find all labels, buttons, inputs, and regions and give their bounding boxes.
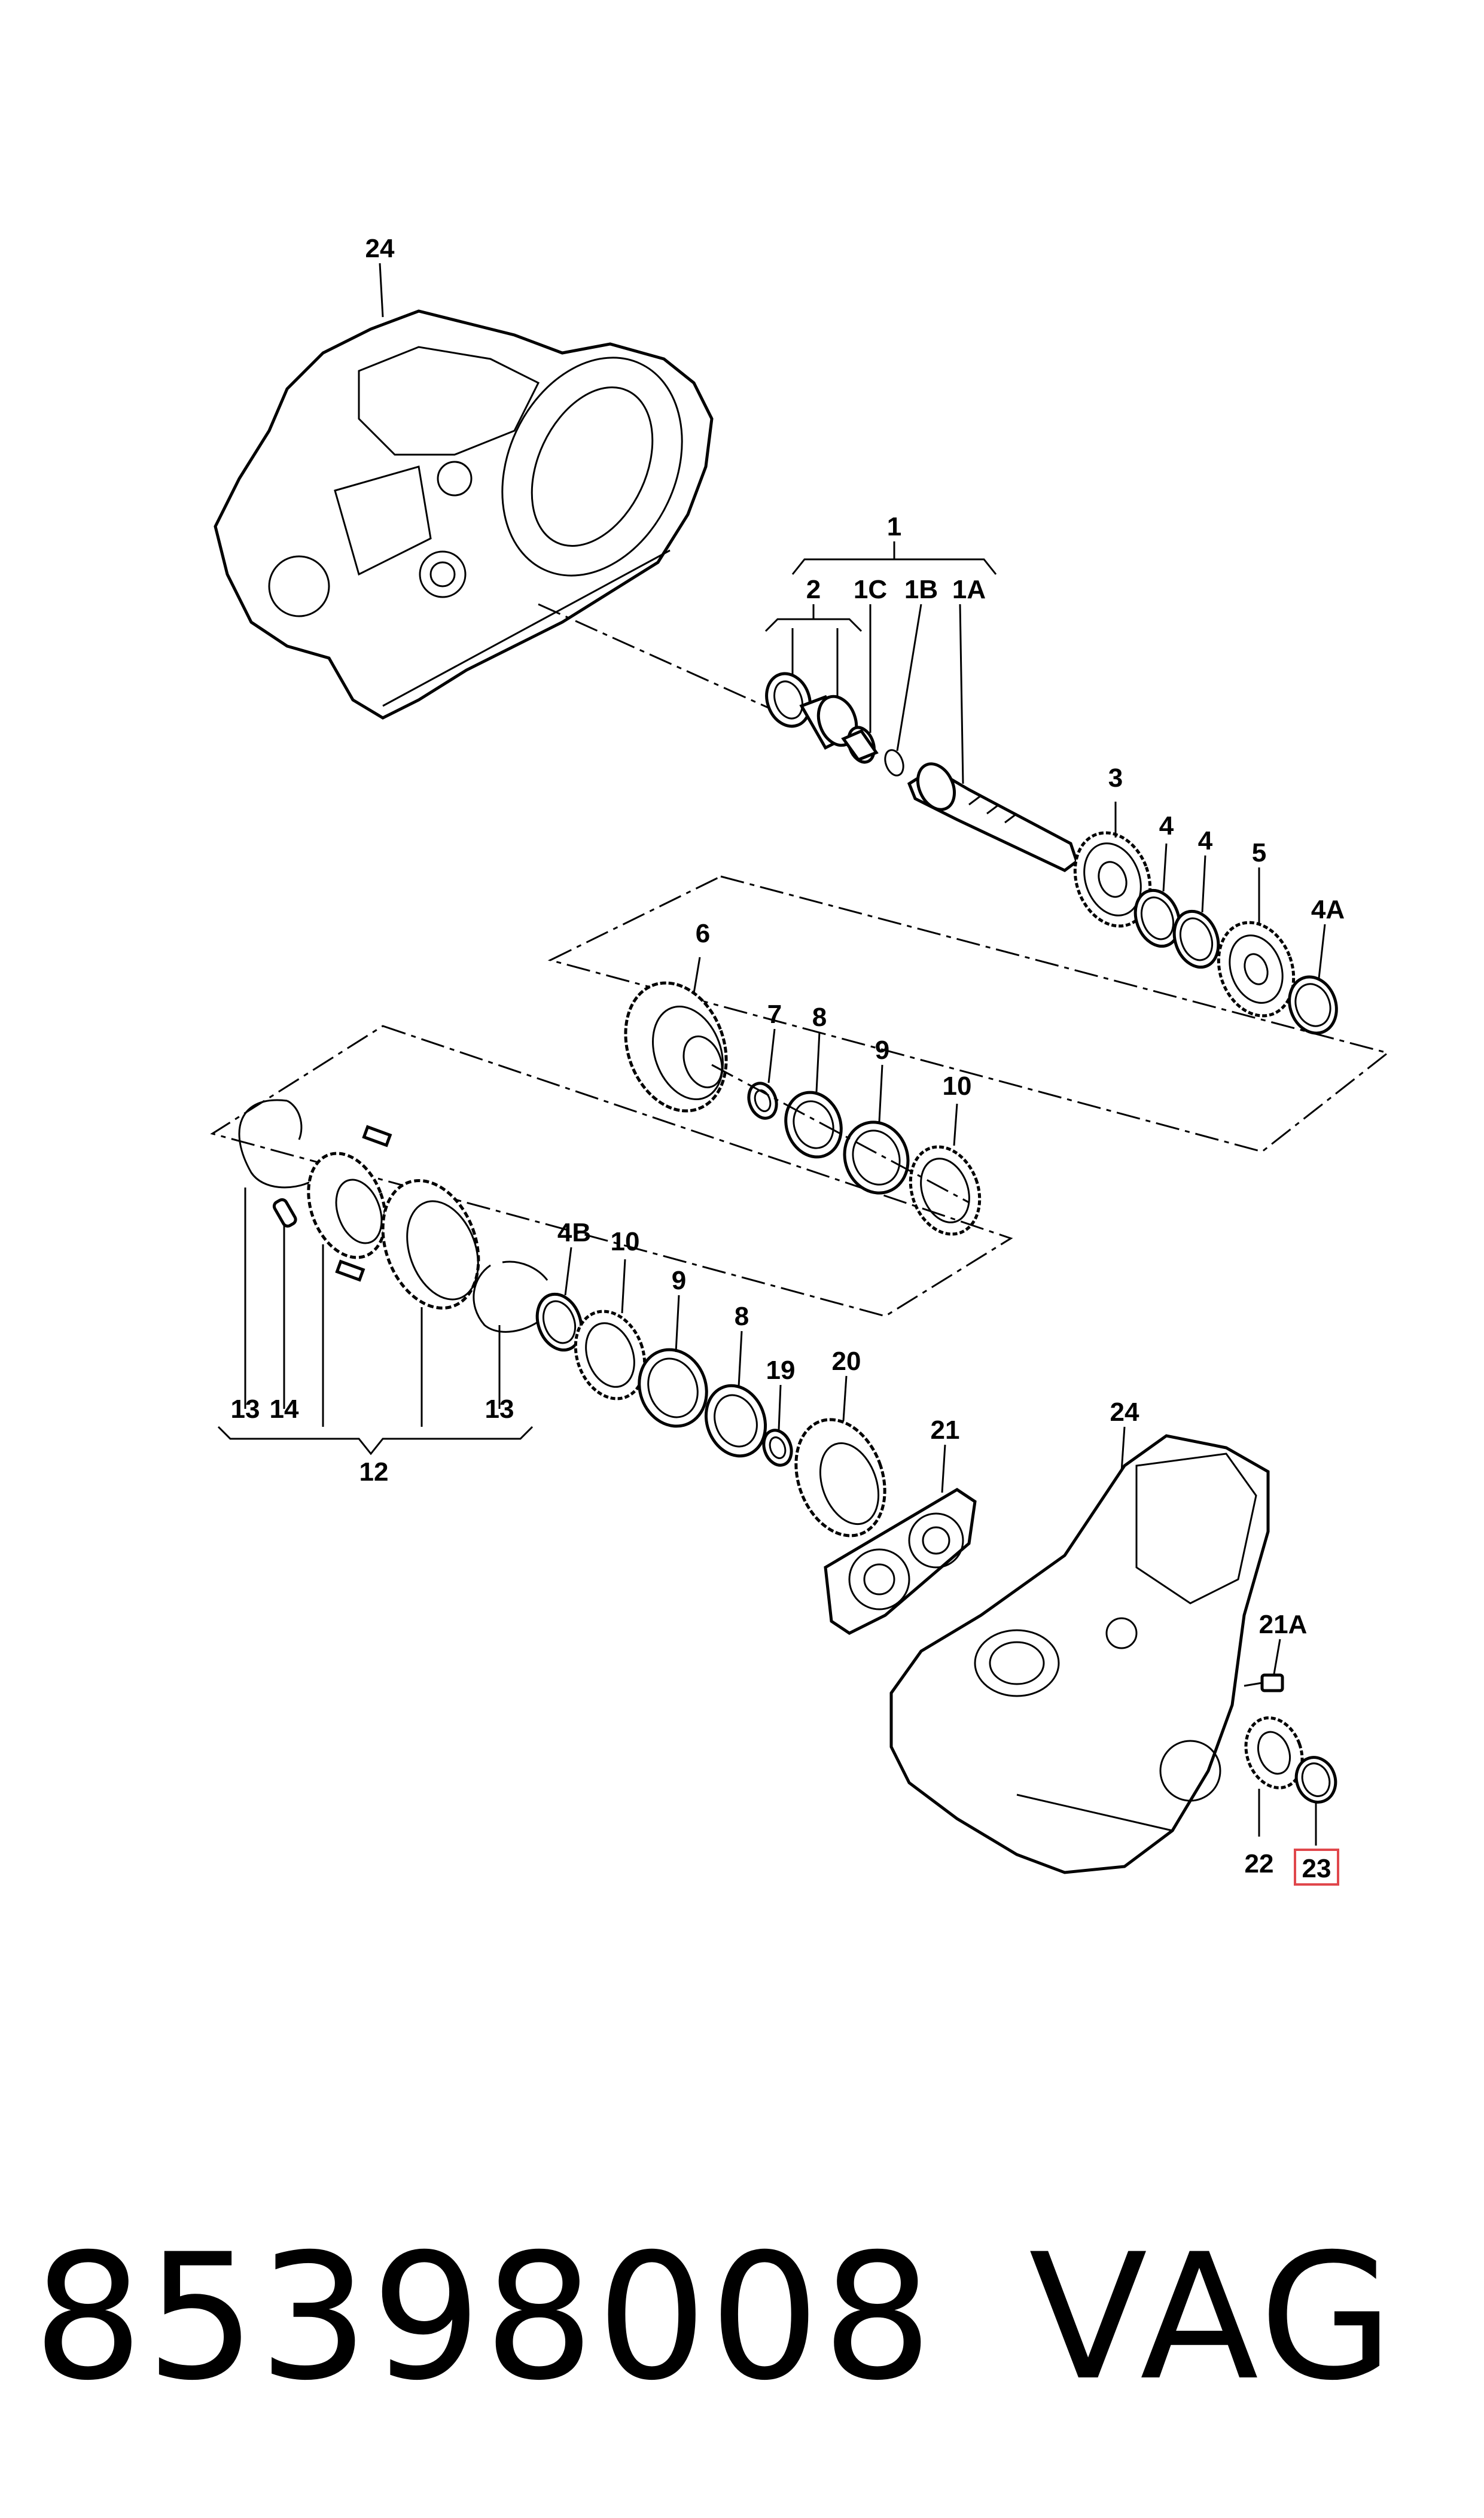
brand-text: VAG [1029,2217,1397,2419]
leader-24b [1120,1426,1126,1472]
detent-pin-14 [272,1198,297,1228]
ring-9-upper [843,1121,910,1195]
label-4-first: 4 [1159,811,1174,841]
label-5: 5 [1252,838,1266,867]
label-1b: 1B [904,575,938,604]
leader-9a [878,1064,883,1122]
circlip-13-left [238,1099,312,1189]
label-12: 12 [359,1457,389,1487]
leader-8b [738,1330,743,1387]
leader-1b [896,604,922,751]
leader-4b [1201,855,1206,913]
circlip-1b [884,749,904,777]
label-8-upper: 8 [812,1003,827,1032]
gear-22 [1244,1716,1304,1789]
label-14: 14 [270,1395,299,1424]
label-4-second: 4 [1198,826,1213,855]
gearbox-housing-upper [214,309,714,720]
axis-line-middle [711,1064,970,1204]
circlip-13-right [473,1260,551,1333]
label-1: 1 [887,512,901,541]
leader-9b [675,1295,680,1353]
leader-4a [1162,843,1168,892]
label-19: 19 [766,1356,796,1385]
gearbox-housing-lower [889,1434,1270,1874]
gear-6 [624,981,728,1113]
ring-4a [1288,975,1338,1035]
bushing-1c [841,726,879,764]
leader-8a [815,1031,821,1092]
gear-20 [794,1418,886,1537]
label-3: 3 [1108,763,1123,793]
needle-bearing-19 [762,1429,793,1467]
leader-7 [767,1028,776,1083]
leader-20 [842,1375,848,1421]
label-10-upper: 10 [943,1071,972,1101]
label-20: 20 [832,1347,861,1376]
label-23: 23 [1302,1854,1331,1883]
ring-23 [1294,1756,1337,1804]
synchro-hub [307,1125,392,1282]
leader-21 [941,1444,946,1493]
ring-4-second [1172,909,1220,969]
seal-ring [765,672,812,728]
label-24-upper: 24 [365,234,395,263]
leader-4B [564,1247,572,1296]
label-7: 7 [767,1000,782,1029]
label-6: 6 [696,919,710,948]
ring-4-first [1133,888,1181,948]
label-1a: 1A [952,575,986,604]
part-number-text: 85398008 [33,2217,936,2419]
gear-3 [1073,831,1152,928]
synchro-ring-8 [784,1091,843,1159]
label-9-upper: 9 [875,1036,889,1065]
synchro-sleeve [381,1179,480,1310]
label-13-right: 13 [485,1395,514,1424]
leader-21A [1273,1639,1281,1674]
label-22: 22 [1245,1849,1274,1878]
needle-bearing-7 [747,1082,778,1120]
label-21a: 21A [1259,1610,1308,1639]
label-2: 2 [806,575,821,604]
label-10-lower: 10 [611,1227,640,1256]
bracket-group-12 [217,1188,534,1456]
dash-frame-upper [547,875,1390,1153]
label-8-lower: 8 [735,1302,749,1331]
bolt-21a [1244,1673,1284,1692]
label-1c: 1C [854,575,887,604]
gear-5 [1217,921,1296,1018]
highlight-box-23 [1294,1849,1339,1886]
leader-19 [778,1384,782,1430]
synchro-ring-8-lower [704,1384,767,1458]
leader-24a [379,263,384,318]
leader-4A [1318,924,1326,979]
input-shaft [907,762,1078,872]
bracket-group-1 [791,541,997,575]
exploded-parts-diagram: 24 1 2 1C 1B 1A 3 4 4 5 4A 6 7 8 9 10 4B… [210,234,1390,1886]
axis-line-upper [538,603,778,713]
label-24-lower: 24 [1110,1397,1139,1427]
leader-10b [621,1259,626,1314]
leader-10a [953,1103,958,1146]
synchro-ring-10-lower [574,1310,647,1400]
label-4b: 4B [557,1218,591,1247]
leader-1a [959,604,964,784]
label-13-left: 13 [231,1395,260,1424]
bearing-plate-21 [824,1488,977,1635]
label-21: 21 [931,1415,960,1445]
leader-6 [693,957,701,994]
ring-4b [535,1292,583,1352]
ring-9-lower [638,1348,708,1428]
bracket-group-2 [764,604,863,697]
label-9-lower: 9 [672,1266,686,1295]
label-4a: 4A [1311,895,1345,924]
